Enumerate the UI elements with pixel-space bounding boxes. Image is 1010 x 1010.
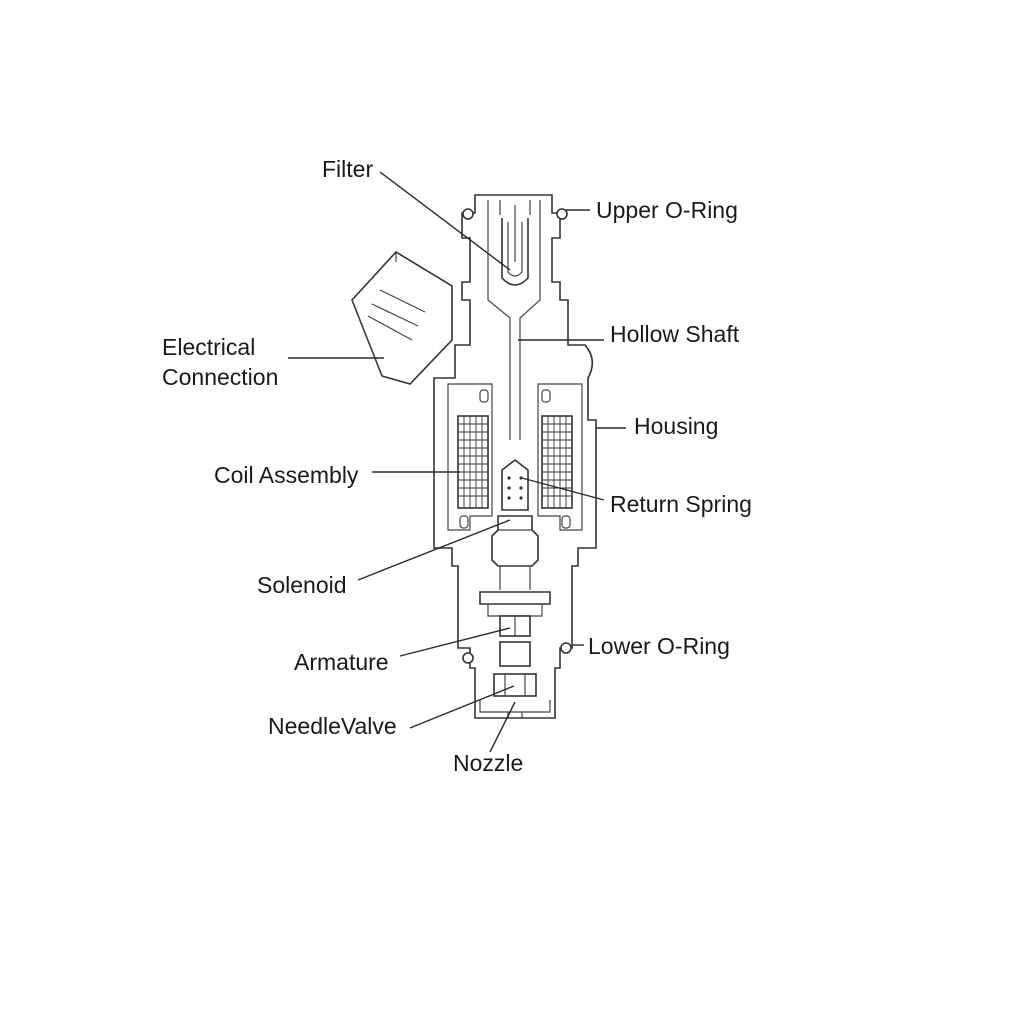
coil-left [457, 415, 489, 509]
label-armature: Armature [294, 649, 389, 675]
upper-body [433, 194, 597, 719]
label-nozzle: Nozzle [453, 750, 523, 776]
label-hollow-shaft: Hollow Shaft [610, 321, 740, 347]
label-upper-o-ring: Upper O-Ring [596, 197, 738, 223]
leader-lines [288, 171, 626, 753]
upper-o-ring-right [556, 208, 568, 220]
labels: Filter Upper O-Ring Electrical Connectio… [162, 156, 752, 776]
injector-body [351, 194, 597, 719]
lower-o-ring-left [462, 652, 474, 664]
electrical-connector [351, 250, 453, 385]
label-connection: Connection [162, 364, 278, 390]
label-coil-assembly: Coil Assembly [214, 462, 359, 488]
upper-o-ring-left [462, 208, 474, 220]
return-spring [501, 458, 529, 511]
label-solenoid: Solenoid [257, 572, 347, 598]
label-return-spring: Return Spring [610, 491, 752, 517]
lower-o-ring-right [560, 642, 572, 654]
label-needle-valve: NeedleValve [268, 713, 397, 739]
coil-right [541, 415, 573, 509]
label-housing: Housing [634, 413, 718, 439]
label-electrical: Electrical [162, 334, 255, 360]
solenoid-plunger [491, 515, 539, 590]
armature [499, 615, 531, 667]
needle-valve [493, 673, 537, 697]
label-lower-o-ring: Lower O-Ring [588, 633, 730, 659]
label-filter: Filter [322, 156, 373, 182]
